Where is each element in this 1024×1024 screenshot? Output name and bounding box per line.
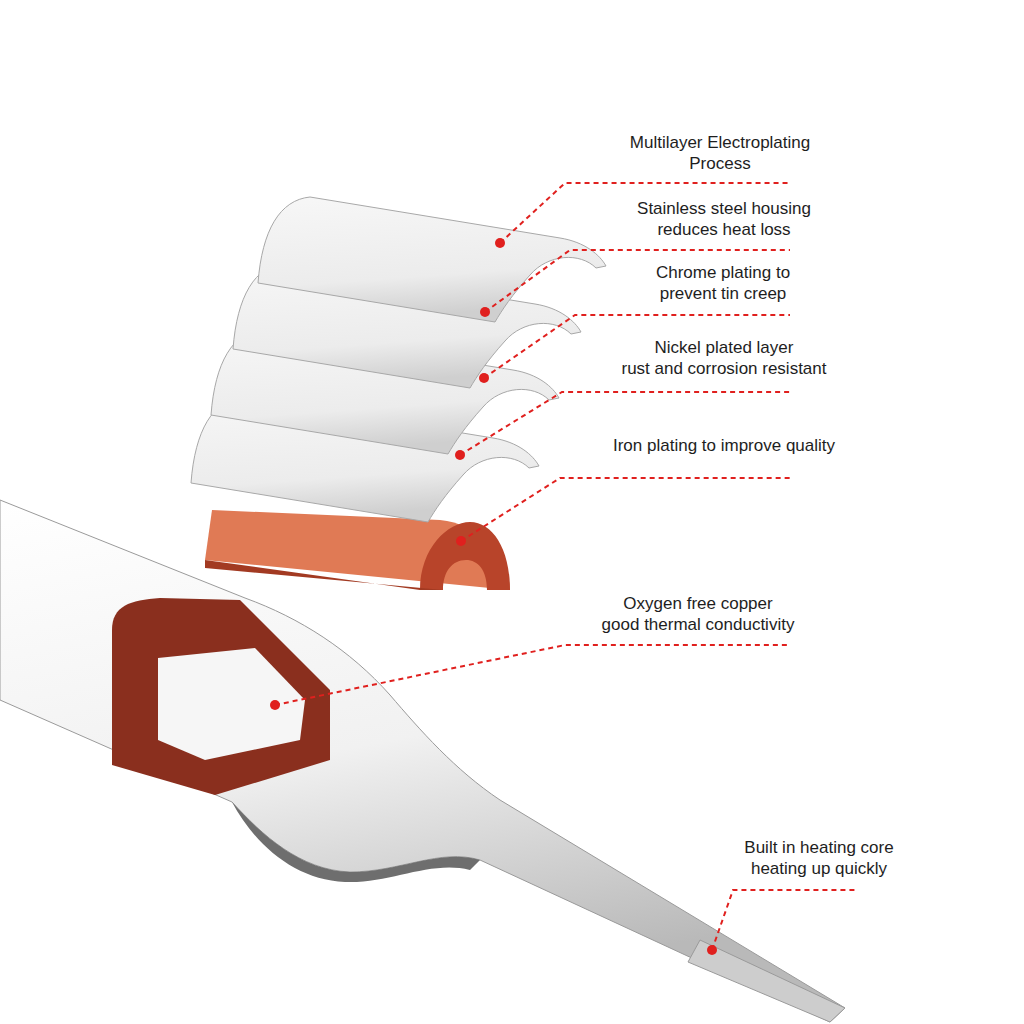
tip-shadow [232,802,480,882]
callout-label: Iron plating to improve quality [564,435,884,456]
leader-dot [480,307,490,317]
copper-top [205,510,510,590]
tip-body [0,500,845,1022]
leader-dot [455,450,465,460]
core-cavity [158,648,305,760]
heating-tip [688,940,845,1022]
leader-dot [456,536,466,546]
copper-window [112,598,330,795]
callout-label: Stainless steel housing reduces heat los… [564,198,884,240]
callout-label: Built in heating core heating up quickly [659,837,979,879]
callout-label: Oxygen free copper good thermal conducti… [538,593,858,635]
copper-edge [205,560,443,590]
leader-dot [270,700,280,710]
callout-label: Nickel plated layer rust and corrosion r… [564,337,884,379]
copper-front [420,522,510,590]
callout-label: Multilayer Electroplating Process [560,132,880,174]
leader-dot [707,945,717,955]
callout-label: Chrome plating to prevent tin creep [563,262,883,304]
plating-shell [258,197,606,322]
leader-line [712,890,855,950]
leader-dot [495,238,505,248]
leader-dot [479,373,489,383]
leader-line [461,478,790,541]
leader-line [275,645,790,705]
